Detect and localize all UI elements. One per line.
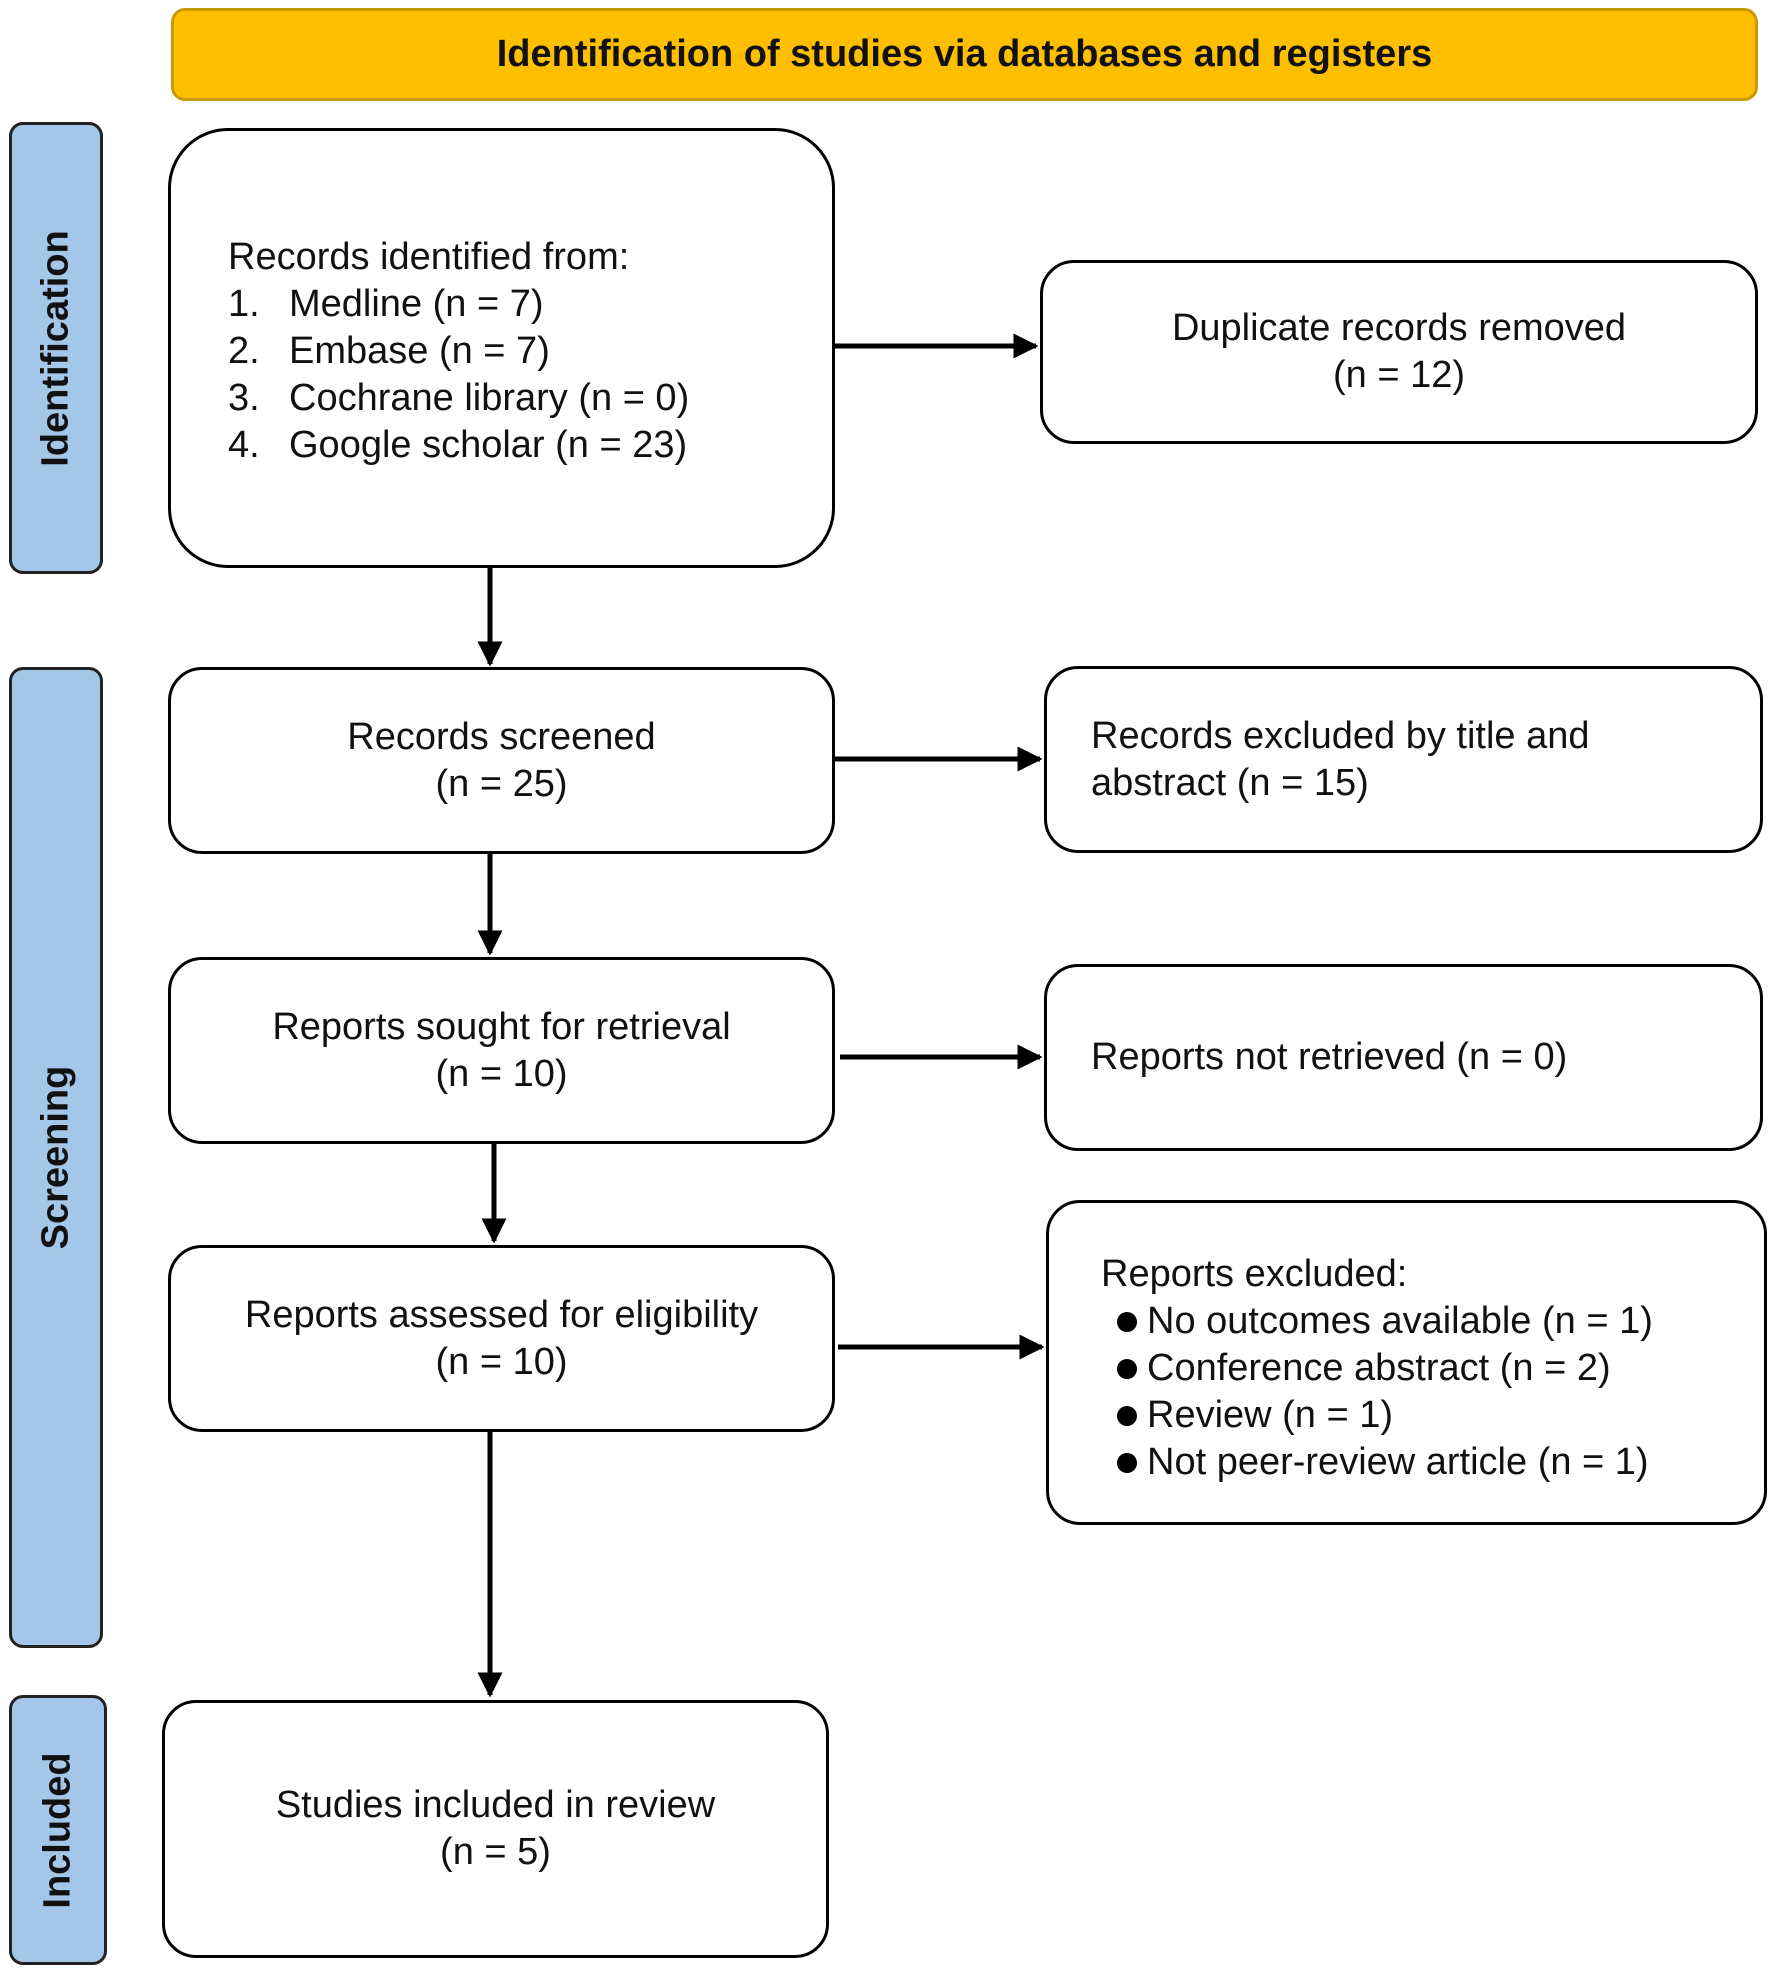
exclusion-reason-item: Not peer-review article (n = 1) (1117, 1439, 1764, 1486)
records-excluded-label: Records excluded by title and (1091, 714, 1590, 757)
studies-included-label: Studies included in review (275, 1784, 716, 1826)
reports-sought-label: Reports sought for retrieval (272, 1005, 731, 1048)
exclusion-reason-label: Not peer-review article (n = 1) (1147, 1441, 1649, 1483)
duplicates-removed-count: (n = 12) (1332, 354, 1466, 396)
bullet-icon (1117, 1405, 1137, 1426)
bullet-icon (1117, 1358, 1137, 1379)
source-number: 4. (228, 424, 260, 466)
records-screened-label: Records screened (347, 715, 656, 758)
reports-excluded-box: Reports excluded: No outcomes available … (1046, 1200, 1767, 1525)
duplicates-removed-label: Duplicate records removed (1171, 307, 1627, 349)
records-excluded-box: Records excluded by title and abstract (… (1044, 666, 1763, 853)
phase-included: Included (9, 1695, 107, 1965)
source-item: 3. Cochrane library (n = 0) (228, 375, 832, 422)
exclusion-reason-label: No outcomes available (n = 1) (1147, 1300, 1653, 1342)
reports-assessed-label: Reports assessed for eligibility (244, 1293, 759, 1336)
source-item: 2. Embase (n = 7) (228, 328, 832, 375)
phase-identification: Identification (9, 122, 103, 574)
source-label: Embase (n = 7) (289, 330, 550, 372)
exclusion-reason-item: Review (n = 1) (1117, 1392, 1764, 1439)
phase-screening-label: Screening (34, 1065, 77, 1250)
source-number: 2. (228, 330, 260, 372)
source-number: 1. (228, 283, 260, 325)
source-item: 1. Medline (n = 7) (228, 281, 832, 328)
phase-identification-label: Identification (34, 229, 77, 467)
header-title: Identification of studies via databases … (496, 33, 1433, 75)
reports-sought-count: (n = 10) (435, 1052, 568, 1095)
reports-excluded-heading: Reports excluded: (1101, 1253, 1408, 1295)
records-screened-count: (n = 25) (435, 762, 568, 805)
exclusion-reason-item: Conference abstract (n = 2) (1117, 1345, 1764, 1392)
header-bar: Identification of studies via databases … (171, 8, 1758, 101)
studies-included-count: (n = 5) (440, 1831, 551, 1873)
reports-sought-box: Reports sought for retrieval (n = 10) (168, 957, 835, 1144)
reports-assessed-count: (n = 10) (435, 1340, 568, 1383)
bullet-icon (1117, 1452, 1137, 1473)
source-label: Cochrane library (n = 0) (289, 377, 690, 419)
studies-included-box: Studies included in review (n = 5) (162, 1700, 829, 1958)
duplicates-removed-box: Duplicate records removed (n = 12) (1040, 260, 1758, 444)
reports-not-retrieved-label: Reports not retrieved (n = 0) (1091, 1036, 1568, 1078)
bullet-icon (1117, 1311, 1137, 1332)
exclusion-reason-label: Conference abstract (n = 2) (1147, 1347, 1611, 1389)
exclusion-reason-label: Review (n = 1) (1147, 1394, 1394, 1436)
reports-assessed-box: Reports assessed for eligibility (n = 10… (168, 1245, 835, 1432)
exclusion-reason-item: No outcomes available (n = 1) (1117, 1298, 1764, 1345)
records-identified-box: Records identified from: 1. Medline (n =… (168, 128, 835, 568)
source-label: Medline (n = 7) (289, 283, 544, 325)
source-number: 3. (228, 377, 260, 419)
records-screened-box: Records screened (n = 25) (168, 667, 835, 854)
records-excluded-count: abstract (n = 15) (1091, 761, 1369, 804)
records-identified-heading: Records identified from: (228, 236, 630, 278)
source-item: 4. Google scholar (n = 23) (228, 422, 832, 469)
source-label: Google scholar (n = 23) (289, 424, 688, 466)
phase-screening: Screening (9, 667, 103, 1648)
phase-included-label: Included (36, 1751, 79, 1909)
reports-not-retrieved-box: Reports not retrieved (n = 0) (1044, 964, 1763, 1151)
